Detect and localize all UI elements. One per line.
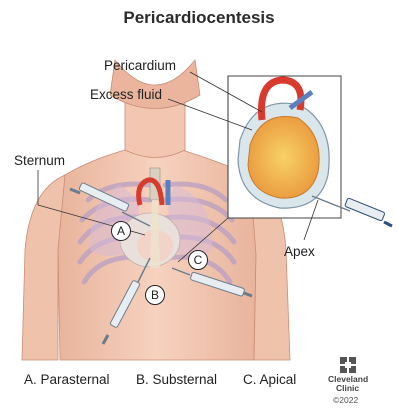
page-title: Pericardiocentesis bbox=[0, 8, 398, 28]
pericardium-label: Pericardium bbox=[104, 58, 176, 73]
apex-label: Apex bbox=[284, 244, 315, 259]
marker-a-text: A bbox=[117, 224, 125, 238]
inset-myocardium bbox=[248, 117, 319, 199]
legend-c: C. Apical bbox=[243, 372, 296, 387]
marker-b: B bbox=[145, 285, 165, 305]
marker-c-text: C bbox=[194, 253, 203, 267]
legend-a: A. Parasternal bbox=[24, 372, 110, 387]
marker-c: C bbox=[188, 250, 208, 270]
copyright: ©2022 bbox=[333, 395, 358, 405]
legend-b: B. Substernal bbox=[136, 372, 217, 387]
marker-a: A bbox=[111, 221, 131, 241]
excess-fluid-label: Excess fluid bbox=[90, 87, 162, 102]
sternum-label: Sternum bbox=[14, 153, 65, 168]
marker-b-text: B bbox=[151, 288, 159, 302]
logo-line-2: Clinic bbox=[336, 384, 359, 393]
cleveland-clinic-logo-icon bbox=[340, 357, 356, 373]
